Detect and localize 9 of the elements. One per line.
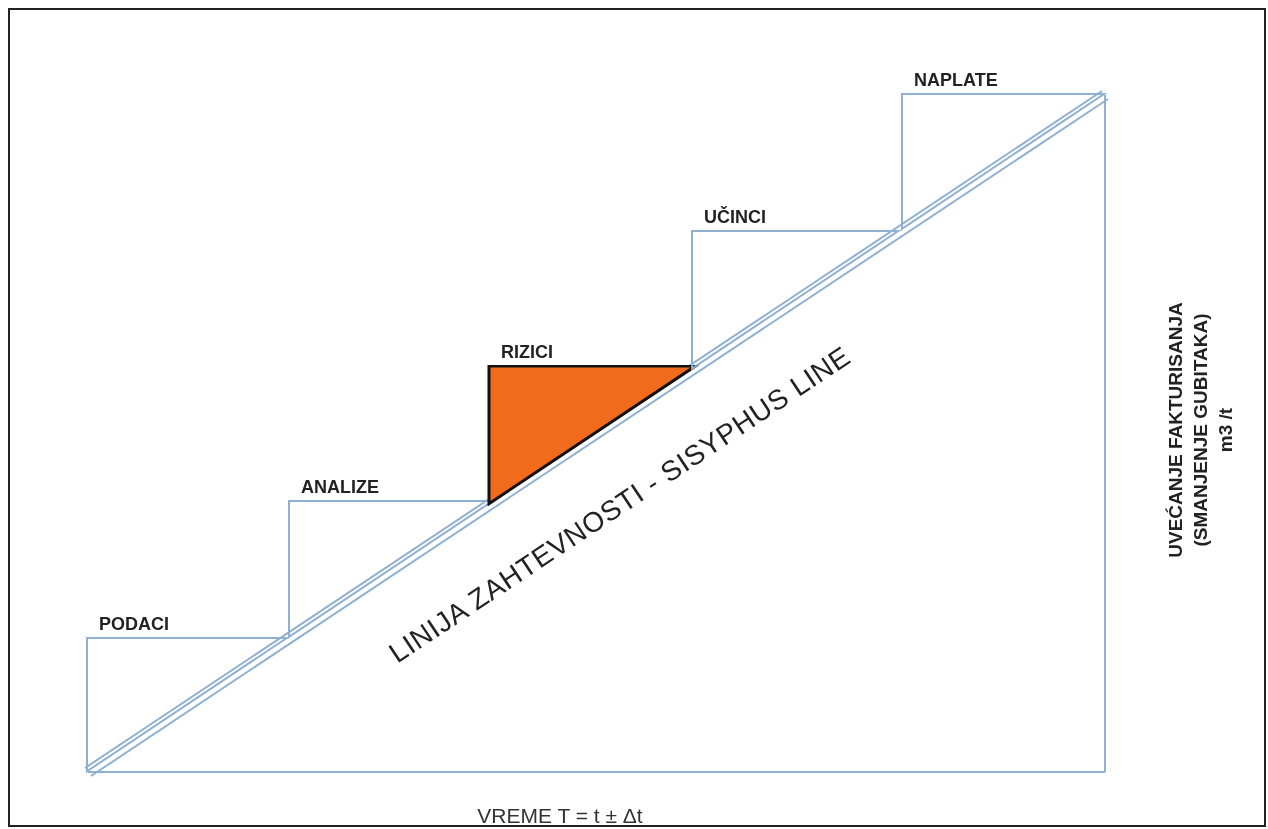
step-label: NAPLATE: [914, 69, 998, 92]
axis-label: VREME T = t ± Δt: [477, 803, 643, 829]
axis-label: m3 /t: [1215, 407, 1235, 453]
axis-label: (SMANJENJE GUBITAKA): [1190, 313, 1210, 547]
step-label: RIZICI: [501, 341, 553, 364]
step-label: PODACI: [99, 613, 169, 636]
step-label: UČINCI: [704, 205, 766, 229]
step-label: ANALIZE: [301, 476, 379, 499]
axis-label: UVEĆANJE FAKTURISANJA: [1165, 302, 1185, 558]
